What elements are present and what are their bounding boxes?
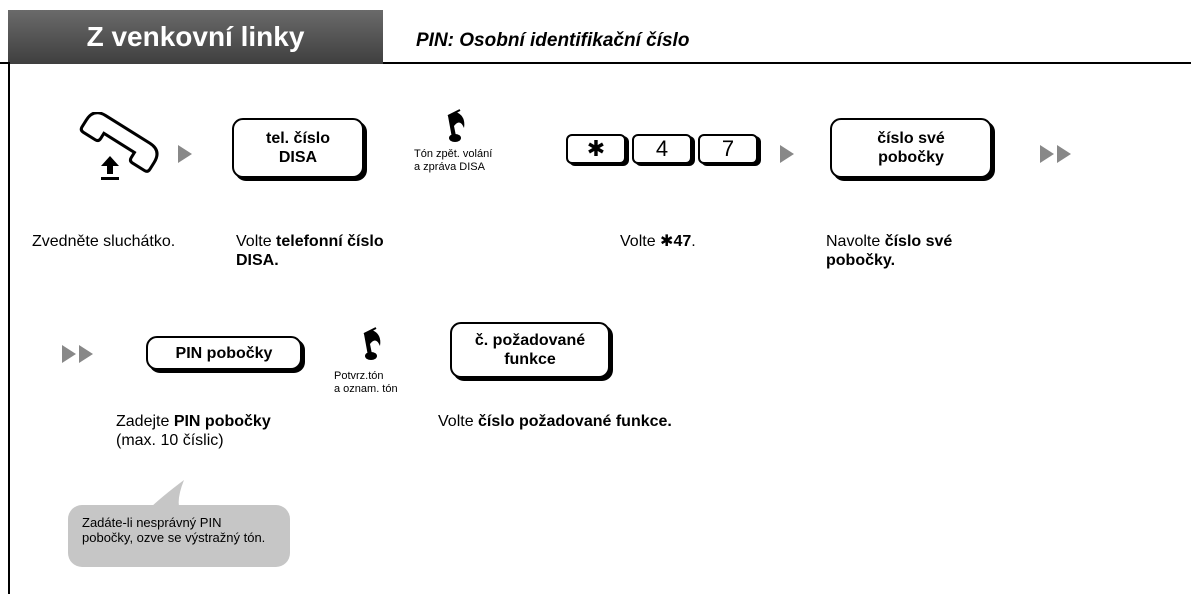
next-arrow-icon [780, 145, 794, 163]
key-star: ✱ [566, 134, 626, 164]
disa-number-key: tel. číslo DISA [232, 118, 364, 178]
extension-number-key: číslo své pobočky [830, 118, 992, 178]
extension-desc: Navolte číslo své pobočky. [826, 232, 976, 270]
feature-desc-prefix: Volte [438, 413, 479, 430]
disa-desc-prefix: Volte [236, 233, 277, 250]
keypad-desc: Volte ✱47. [620, 232, 696, 251]
tone2-line1: Potvrz.tón [334, 370, 384, 382]
tone-label-1: Tón zpět. volání a zpráva DISA [414, 148, 492, 174]
pin-desc-line2: (max. 10 číslic) [116, 432, 224, 449]
header-bar [0, 0, 1191, 64]
keypad-desc-bold: 47 [673, 233, 692, 250]
pin-key: PIN pobočky [146, 336, 302, 370]
disa-key-line2: DISA [278, 149, 318, 166]
pin-desc: Zadejte PIN pobočky (max. 10 číslic) [116, 412, 271, 450]
tone1-line1: Tón zpět. volání [414, 148, 493, 160]
double-arrow-icon [62, 345, 102, 363]
left-rule [8, 62, 10, 594]
musical-note-icon [446, 108, 468, 142]
feature-desc-bold: číslo požadované funkce. [478, 413, 672, 430]
double-arrow-icon [1040, 145, 1080, 163]
disa-desc-bold: telefonní číslo DISA. [236, 233, 384, 269]
keypad-desc-prefix: Volte [620, 233, 661, 250]
disa-desc: Volte telefonní číslo DISA. [236, 232, 396, 270]
feature-desc: Volte číslo požadované funkce. [438, 412, 678, 431]
page-subtitle: PIN: Osobní identifikační číslo [416, 30, 690, 51]
tone1-line2: a zpráva DISA [414, 161, 485, 173]
note-bubble: Zadáte-li nesprávný PIN pobočky, ozve se… [68, 505, 290, 567]
keypad-keys: ✱ 4 7 [566, 134, 762, 168]
extension-desc-bold: číslo své pobočky. [826, 233, 953, 269]
handset-offhook-icon [68, 111, 164, 190]
page-title: Z venkovní linky [8, 10, 383, 64]
tone2-line2: a oznam. tón [334, 383, 398, 395]
note-tail [140, 480, 200, 510]
keypad-desc-suffix: . [691, 233, 696, 250]
offhook-desc: Zvedněte sluchátko. [32, 233, 176, 250]
pin-desc-bold: PIN pobočky [173, 413, 271, 430]
disa-key-line1: tel. číslo [265, 130, 331, 147]
feature-key-line2: funkce [504, 351, 556, 368]
extension-key-line1: číslo své [877, 130, 945, 147]
musical-note-icon [362, 326, 384, 360]
extension-desc-prefix: Navolte [826, 233, 885, 250]
pin-desc-prefix: Zadejte [116, 413, 174, 430]
tone-label-2: Potvrz.tón a oznam. tón [334, 370, 398, 396]
feature-number-key: č. požadované funkce [450, 322, 610, 378]
keypad-desc-star: ✱ [660, 233, 674, 250]
feature-key-line1: č. požadované [474, 332, 586, 349]
next-arrow-icon [178, 145, 192, 163]
extension-key-line2: pobočky [878, 149, 944, 166]
key-4: 4 [632, 134, 692, 164]
key-7: 7 [698, 134, 758, 164]
